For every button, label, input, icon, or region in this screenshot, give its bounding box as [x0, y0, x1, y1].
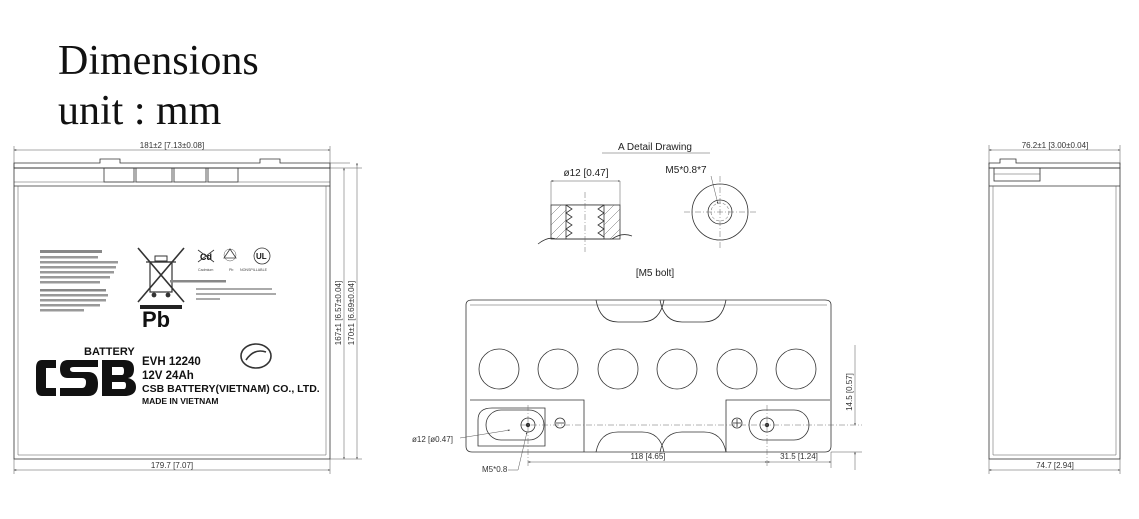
terminal-pitch-dim: 118 [4.65] — [631, 452, 666, 461]
ul-icon: UL — [253, 247, 271, 265]
detail-title: A Detail Drawing — [618, 142, 692, 153]
svg-text:Cd: Cd — [200, 252, 212, 262]
recycle-icon — [223, 248, 237, 262]
front-case — [13, 167, 331, 460]
vent-circles — [478, 348, 817, 390]
model-text: EVH 12240 — [142, 356, 201, 368]
title-block: Dimensions unit : mm — [58, 36, 259, 136]
label-fine-print — [40, 250, 118, 312]
terminal-thread-dim: M5*0.8 — [482, 465, 508, 474]
detail-bolt-label: [M5 bolt] — [636, 268, 675, 279]
maker-text: CSB BATTERY(VIETNAM) CO., LTD. — [142, 383, 320, 395]
cadmium-icon: Cd — [197, 249, 215, 263]
crossed-bin-icon — [137, 247, 185, 309]
terminal-dia-dim: ø12 [ø0.47] — [412, 435, 453, 444]
side-width-top-dim: 76.2±1 [3.00±0.04] — [1022, 141, 1089, 150]
certification-fine-print — [170, 280, 276, 300]
terminal-offset-dim: 31.5 [1.24] — [780, 452, 818, 461]
detail-thread-dim: M5*0.8*7 — [665, 165, 707, 176]
origin-text: MADE IN VIETNAM — [142, 396, 219, 406]
top-view: ø12 [ø0.47] M5*0.8 118 [4.65] 31.5 [1.24… — [412, 299, 862, 474]
logo-battery-text: BATTERY — [84, 346, 135, 358]
terminal-height-dim: 14.5 [0.57] — [845, 373, 854, 411]
side-view: 76.2±1 [3.00±0.04] 74.7 [2.94] — [988, 141, 1121, 474]
top-outline — [465, 299, 832, 453]
title-dimensions: Dimensions — [58, 38, 259, 84]
detail-drawing: A Detail Drawing ø12 [0.47] M5*0.8*7 [M5… — [537, 142, 756, 279]
swirl-logo-icon — [240, 343, 272, 369]
title-unit: unit : mm — [58, 88, 222, 134]
detail-dia-dim: ø12 [0.47] — [563, 168, 608, 179]
csb-logo — [36, 360, 136, 396]
cadmium-label: Cadmium — [198, 268, 213, 272]
nonspill-label: NONSPILLABLE — [240, 268, 268, 272]
svg-text:UL: UL — [256, 252, 267, 261]
front-height-total-dim: 167±1 [6.57±0.04] — [334, 281, 343, 345]
front-width-bottom-dim: 179.7 [7.07] — [151, 461, 193, 470]
front-width-top-dim: 181±2 [7.13±0.08] — [140, 141, 204, 150]
rating-text: 12V 24Ah — [142, 370, 194, 382]
side-width-bottom-dim: 74.7 [2.94] — [1036, 461, 1074, 470]
pb-small-label: Pb — [229, 268, 233, 272]
front-view: 181±2 [7.13±0.08] — [13, 141, 362, 474]
pb-mark: Pb — [142, 307, 170, 332]
side-case — [988, 167, 1121, 460]
front-height-case-dim: 170±1 [6.69±0.04] — [347, 281, 356, 345]
